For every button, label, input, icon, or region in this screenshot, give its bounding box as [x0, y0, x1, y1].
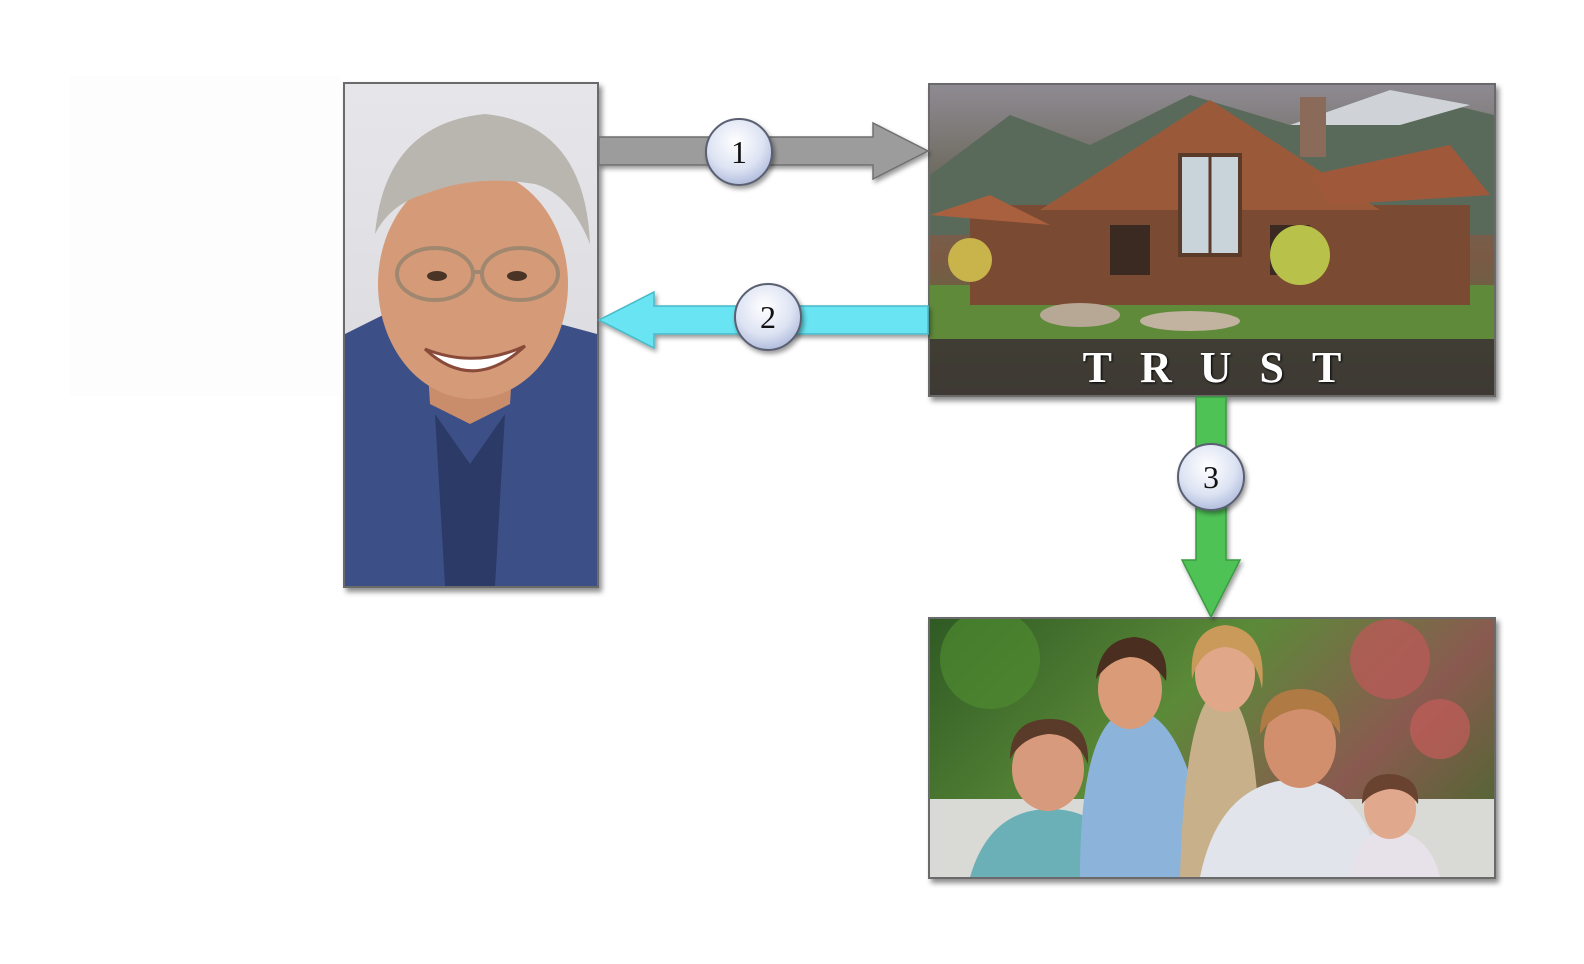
family-illustration — [930, 619, 1494, 877]
step-badge-2: 2 — [734, 283, 802, 351]
blank-panel — [70, 76, 340, 396]
step-badge-1: 1 — [705, 118, 773, 186]
trust-banner: TRUST — [930, 339, 1494, 395]
step-badge-3: 3 — [1177, 443, 1245, 511]
step-number-3: 3 — [1203, 459, 1219, 495]
grantor-illustration — [345, 114, 597, 586]
grantor-photo — [343, 82, 599, 588]
step-number-2: 2 — [760, 299, 776, 335]
trust-label: TRUST — [1082, 342, 1370, 392]
step-number-1: 1 — [731, 134, 747, 170]
trust-house-photo: TRUST — [928, 83, 1496, 397]
house-illustration — [930, 90, 1494, 339]
beneficiaries-family-photo — [928, 617, 1496, 879]
